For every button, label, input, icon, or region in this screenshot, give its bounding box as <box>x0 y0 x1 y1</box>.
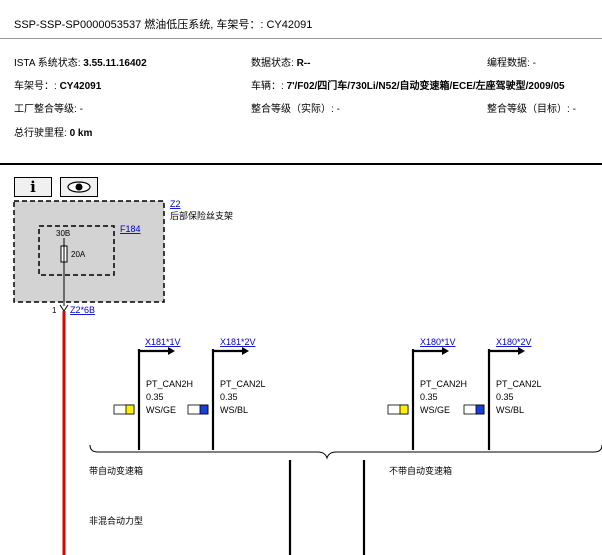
eye-icon <box>67 181 91 193</box>
programming-data: 编程数据: - <box>487 54 536 69</box>
programming-data-label: 编程数据: <box>487 58 530 69</box>
wire-color-swatch-yellow <box>125 404 135 415</box>
connector-x181-2v-size: 0.35 <box>220 392 238 402</box>
ista-status-value: 3.55.11.16402 <box>83 58 147 69</box>
option-brace <box>89 444 602 460</box>
connector-x181-2v-color: WS/BL <box>220 405 248 415</box>
connector-x181-1v-signal: PT_CAN2H <box>146 379 193 389</box>
vehicle-label: 车辆：: <box>251 81 284 92</box>
data-status-label: 数据状态: <box>251 58 294 69</box>
component-name: 后部保险丝支架 <box>170 210 233 221</box>
page-title: SSP-SSP-SP0000053537 燃油低压系统, 车架号：: CY420… <box>14 19 313 31</box>
wire-color-swatch-blue <box>475 404 485 415</box>
option-with-auto: 带自动变速箱 <box>89 465 143 476</box>
ista-status-label: ISTA 系统状态: <box>14 58 81 69</box>
component-id: Z2 <box>170 199 181 209</box>
option-non-hybrid: 非混合动力型 <box>89 515 143 526</box>
vin-info: 车架号：: CY42091 <box>14 77 101 92</box>
vin-value: CY42091 <box>59 81 102 92</box>
wire-color-swatch-yellow <box>399 404 409 415</box>
info-icon: i <box>30 178 36 196</box>
connector-x180-2v: X180*2V PT_CAN2L 0.35 WS/BL <box>463 337 542 450</box>
ista-status: ISTA 系统状态: 3.55.11.16402 <box>14 54 147 69</box>
mileage-value: 0 km <box>69 128 93 139</box>
connector-x181-1v-link[interactable]: X181*1V <box>145 337 181 347</box>
factory-level-label: 工厂整合等级: <box>14 104 77 115</box>
data-status: 数据状态: R-- <box>251 54 310 69</box>
connector-x180-2v-link[interactable]: X180*2V <box>496 337 532 347</box>
connector-link[interactable]: Z2*6B <box>70 305 95 315</box>
factory-level: 工厂整合等级: - <box>14 100 83 115</box>
vin-label: 车架号：: <box>14 81 57 92</box>
actual-level: 整合等级（实际）: - <box>251 100 340 115</box>
pin-number: 1 <box>52 306 57 315</box>
connector-x180-1v-color: WS/GE <box>420 405 450 415</box>
data-status-value: R-- <box>296 58 311 69</box>
connector-x180-1v-signal: PT_CAN2H <box>420 379 467 389</box>
target-level-label: 整合等级（目标）: <box>487 104 570 115</box>
connector-x181-2v-link[interactable]: X181*2V <box>220 337 256 347</box>
mileage-label: 总行驶里程: <box>14 128 67 139</box>
title-divider <box>0 38 602 39</box>
vehicle-info: 车辆：: 7'/F02/四门车/730Li/N52/自动变速箱/ECE/左座驾驶… <box>251 77 565 92</box>
fuse-pin: 30B <box>56 229 70 238</box>
connector-x180-1v: X180*1V PT_CAN2H 0.35 WS/GE <box>387 337 467 450</box>
connector-x181-1v-size: 0.35 <box>146 392 164 402</box>
connector-x180-2v-signal: PT_CAN2L <box>496 379 542 389</box>
connector-x180-2v-color: WS/BL <box>496 405 524 415</box>
connector-x180-1v-size: 0.35 <box>420 392 438 402</box>
info-button[interactable]: i <box>14 177 52 197</box>
target-level-value: - <box>572 104 576 115</box>
connector-x181-2v-signal: PT_CAN2L <box>220 379 266 389</box>
mileage-info: 总行驶里程: 0 km <box>14 124 92 139</box>
fuse-rating: 20A <box>71 250 86 259</box>
factory-level-value: - <box>79 104 83 115</box>
fuse-link[interactable]: F184 <box>120 224 141 234</box>
vehicle-value: 7'/F02/四门车/730Li/N52/自动变速箱/ECE/左座驾驶型/200… <box>286 81 565 92</box>
view-button[interactable] <box>60 177 98 197</box>
connector-x180-1v-link[interactable]: X180*1V <box>420 337 456 347</box>
option-without-auto: 不带自动变速箱 <box>389 465 452 476</box>
actual-level-label: 整合等级（实际）: <box>251 104 334 115</box>
connector-x181-1v-color: WS/GE <box>146 405 176 415</box>
connector-x180-2v-size: 0.35 <box>496 392 514 402</box>
programming-data-value: - <box>532 58 536 69</box>
fuse-box <box>38 225 115 276</box>
actual-level-value: - <box>336 104 340 115</box>
header-divider <box>0 163 602 165</box>
connector-x181-2v: X181*2V PT_CAN2L 0.35 WS/BL <box>187 337 266 450</box>
wire-color-swatch-blue <box>199 404 209 415</box>
connector-x181-1v: X181*1V PT_CAN2H 0.35 WS/GE <box>113 337 193 450</box>
target-level: 整合等级（目标）: - <box>487 100 576 115</box>
